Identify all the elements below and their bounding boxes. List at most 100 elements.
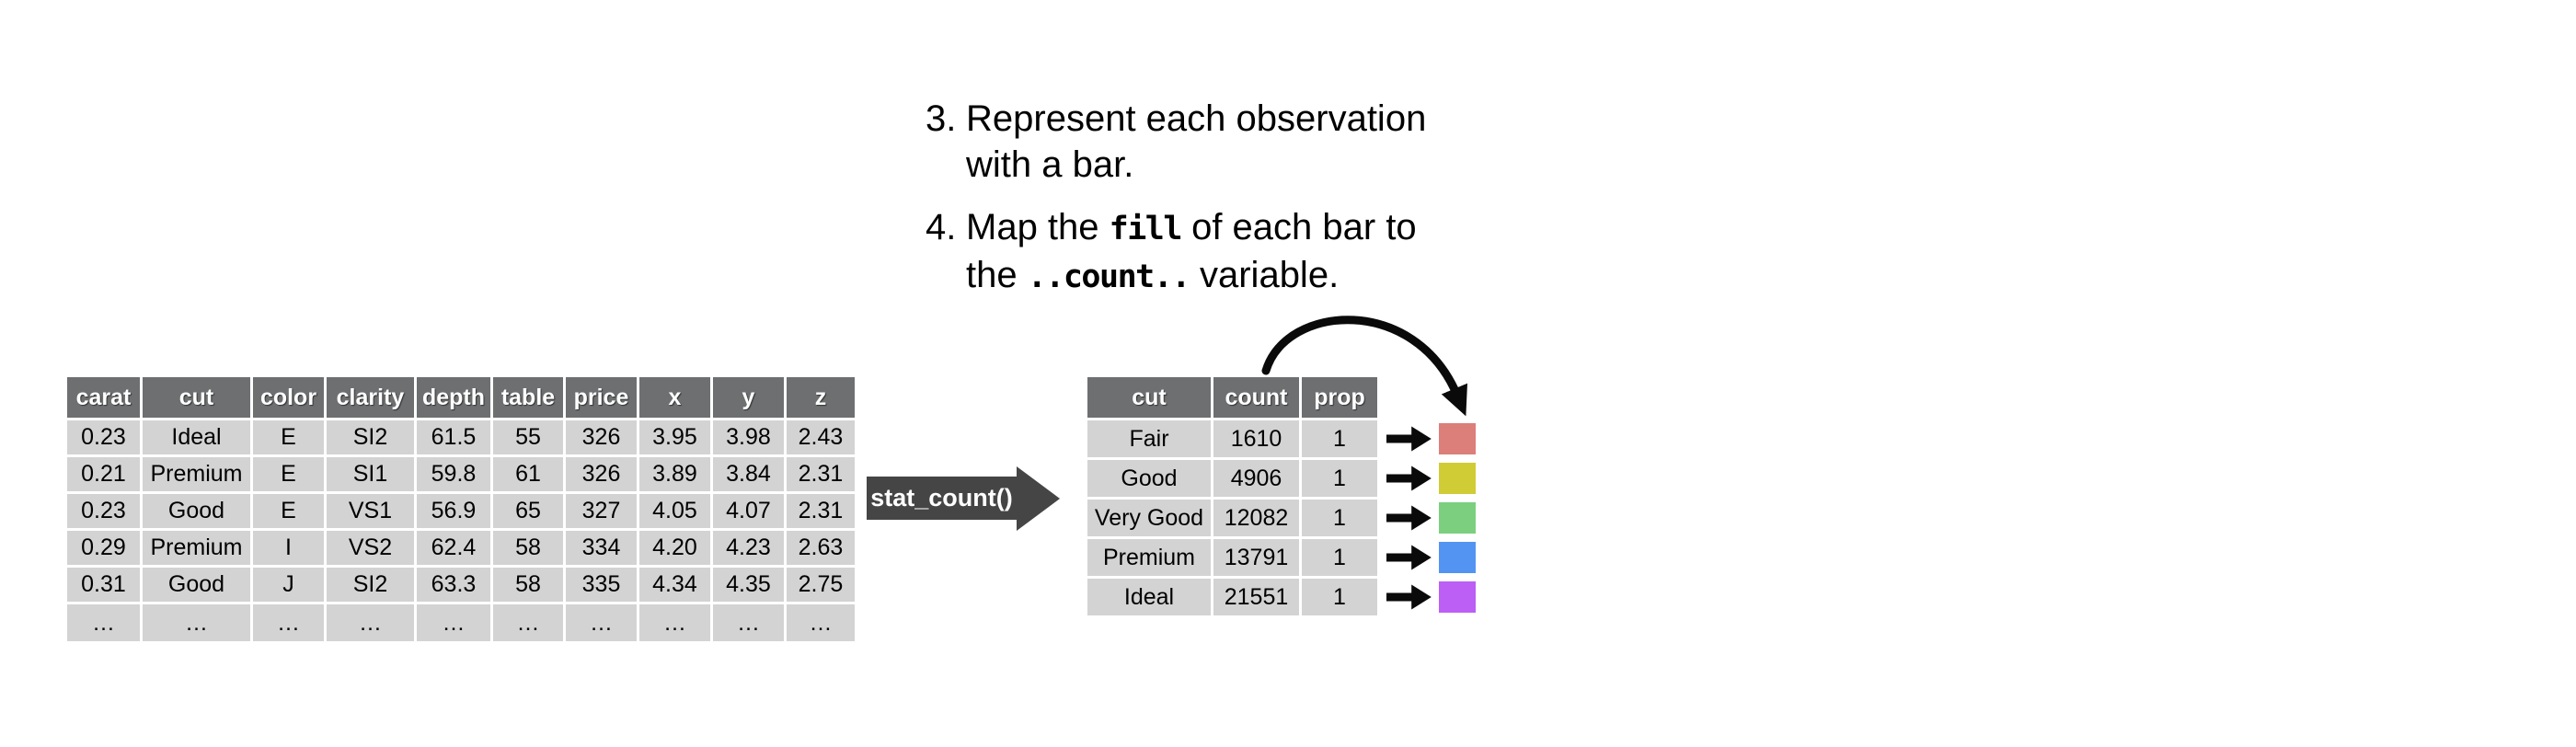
bar-fill-swatch-fair-fill [1439, 423, 1476, 454]
instruction-line: with a bar. [966, 142, 1426, 188]
stat-count-arrow: stat_count() [867, 466, 1060, 531]
table-cell: 335 [566, 568, 637, 602]
table-cell: Fair [1087, 420, 1211, 457]
table-cell: 4906 [1213, 460, 1299, 497]
bar-fill-swatch-good-fill [1439, 463, 1476, 494]
table-cell: 327 [566, 494, 637, 528]
column-header: prop [1302, 377, 1377, 418]
table-cell: 1610 [1213, 420, 1299, 457]
table-cell: 3.84 [713, 457, 784, 491]
table-cell: 65 [493, 494, 563, 528]
bar-fill-swatch-premium-fill [1439, 542, 1476, 573]
table-cell: 58 [493, 568, 563, 602]
table-cell: 1 [1302, 579, 1377, 615]
table-cell: 326 [566, 420, 637, 454]
text-run: variable. [1189, 255, 1340, 295]
instruction-number: 3. [926, 98, 957, 139]
table-cell: … [417, 604, 490, 641]
table-cell: … [493, 604, 563, 641]
table-cell: 0.23 [67, 420, 140, 454]
column-header: count [1213, 377, 1299, 418]
table-cell: Good [143, 568, 250, 602]
table-cell: 4.23 [713, 531, 784, 565]
table-cell: 61.5 [417, 420, 490, 454]
column-header: cut [143, 377, 250, 418]
bar-fill-swatch-very-good-fill [1439, 502, 1476, 534]
table-cell: 4.07 [713, 494, 784, 528]
table-cell: Good [143, 494, 250, 528]
column-header: cut [1087, 377, 1211, 418]
column-header: depth [417, 377, 490, 418]
table-cell: 61 [493, 457, 563, 491]
table-cell: 2.63 [787, 531, 855, 565]
column-header: color [253, 377, 324, 418]
table-cell: 62.4 [417, 531, 490, 565]
table-cell: 21551 [1213, 579, 1299, 615]
table-cell: 4.34 [639, 568, 710, 602]
table-cell: SI2 [327, 420, 414, 454]
table-cell: SI2 [327, 568, 414, 602]
table-cell: 55 [493, 420, 563, 454]
table-cell: 334 [566, 531, 637, 565]
table-cell: … [327, 604, 414, 641]
table-cell: E [253, 494, 324, 528]
instruction-line: Represent each observation [966, 96, 1426, 142]
table-cell: 63.3 [417, 568, 490, 602]
table-cell: 13791 [1213, 539, 1299, 576]
table-cell: SI1 [327, 457, 414, 491]
table-cell: 1 [1302, 500, 1377, 536]
table-cell: 2.31 [787, 457, 855, 491]
table-cell: … [143, 604, 250, 641]
table-cell: 0.21 [67, 457, 140, 491]
table-cell: I [253, 531, 324, 565]
table-cell: 1 [1302, 539, 1377, 576]
table-cell: Very Good [1087, 500, 1211, 536]
table-cell: E [253, 420, 324, 454]
table-cell: Premium [1087, 539, 1211, 576]
bar-fill-swatch-ideal-fill [1439, 581, 1476, 613]
table-cell: 0.23 [67, 494, 140, 528]
stat-count-label: stat_count() [870, 484, 1013, 511]
code-token: fill [1109, 211, 1183, 247]
table-cell: Premium [143, 531, 250, 565]
column-header: z [787, 377, 855, 418]
table-cell: 1 [1302, 420, 1377, 457]
table-cell: E [253, 457, 324, 491]
table-cell: … [787, 604, 855, 641]
table-cell: Ideal [1087, 579, 1211, 615]
table-cell: 4.35 [713, 568, 784, 602]
table-cell: Ideal [143, 420, 250, 454]
table-cell: VS1 [327, 494, 414, 528]
table-row: ………………………… [67, 604, 855, 641]
table-cell: 4.05 [639, 494, 710, 528]
table-cell: 12082 [1213, 500, 1299, 536]
table-cell: Premium [143, 457, 250, 491]
table-cell: 56.9 [417, 494, 490, 528]
table-cell: … [713, 604, 784, 641]
table-cell: … [639, 604, 710, 641]
table-cell: 2.31 [787, 494, 855, 528]
table-cell: 0.29 [67, 531, 140, 565]
instruction-number: 4. [926, 207, 957, 247]
column-header: price [566, 377, 637, 418]
table-cell: 59.8 [417, 457, 490, 491]
column-header: table [493, 377, 563, 418]
table-cell: 3.89 [639, 457, 710, 491]
column-header: y [713, 377, 784, 418]
text-run: of each bar to [1180, 207, 1417, 247]
column-header: clarity [327, 377, 414, 418]
